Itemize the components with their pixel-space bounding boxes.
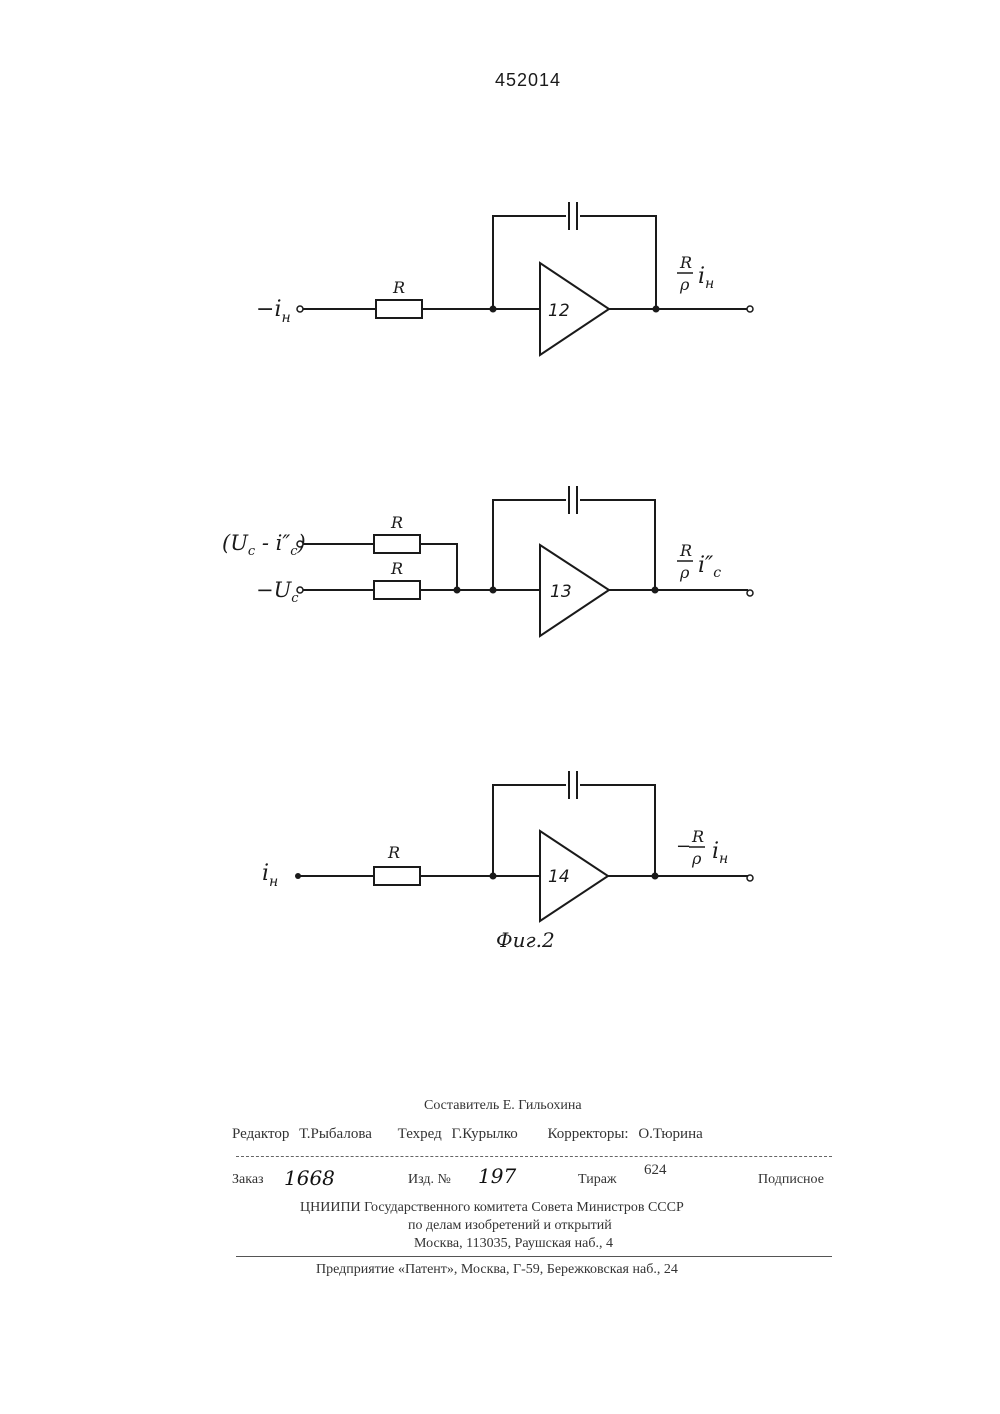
svg-text:−: −: [676, 836, 691, 857]
svg-text:i″c: i″c: [698, 553, 721, 581]
resistor-label-c1: R: [392, 278, 405, 297]
output-terminal-c3: [747, 875, 753, 881]
imprint-address: Москва, 113035, Раушская наб., 4: [414, 1236, 613, 1252]
amplifier-number-13: 13: [550, 582, 572, 602]
editor-name: Т.Рыбалова: [299, 1126, 372, 1142]
input-label-c3: iн: [262, 861, 278, 890]
amplifier-number-12: 12: [548, 301, 570, 321]
circulation-number: 624: [644, 1162, 667, 1179]
imprint-enterprise: Предприятие «Патент», Москва, Г-59, Бере…: [316, 1262, 678, 1278]
amplifier-number-14: 14: [548, 867, 570, 887]
circuit-diagram: −iн R 12 R ρ iн (Uc - i″c) R −Uc: [0, 0, 1000, 960]
input-terminal-c2b: [297, 587, 303, 593]
compiler-label: Составитель: [424, 1098, 499, 1113]
circulation-label: Тираж: [578, 1172, 617, 1188]
divider-solid: [236, 1256, 832, 1257]
input-label-c1: −iн: [256, 297, 291, 326]
edition-label: Изд. №: [408, 1172, 451, 1188]
resistor-label-c2a: R: [390, 513, 403, 532]
output-terminal-c2: [747, 590, 753, 596]
output-terminal-c1: [747, 306, 753, 312]
integrator-circuit-12: −iн R 12 R ρ iн: [256, 202, 753, 355]
svg-text:ρ: ρ: [679, 275, 690, 294]
order-number: 1668: [284, 1166, 335, 1190]
order-label: Заказ: [232, 1172, 264, 1188]
resistor-c3: [374, 867, 420, 885]
techred-label: Техред: [398, 1126, 442, 1142]
divider-dashed: [236, 1156, 832, 1157]
svg-text:R: R: [679, 541, 692, 560]
svg-text:ρ: ρ: [691, 849, 702, 868]
svg-text:R: R: [679, 253, 692, 272]
input-label-c2a: (Uc - i″c): [222, 531, 306, 559]
edition-number: 197: [478, 1164, 516, 1188]
input-terminal-c2a: [297, 541, 303, 547]
imprint-institute-dept: по делам изобретений и открытий: [408, 1218, 612, 1234]
compiler-name: Е. Гильохина: [503, 1098, 582, 1113]
output-label-c1: R ρ iн: [677, 253, 714, 294]
svg-text:R: R: [691, 827, 704, 846]
subscription-label: Подписное: [758, 1172, 824, 1188]
input-terminal-c1: [297, 306, 303, 312]
editor-label: Редактор: [232, 1126, 289, 1142]
resistor-label-c2b: R: [390, 559, 403, 578]
output-label-c2: R ρ i″c: [677, 541, 721, 582]
svg-text:iн: iн: [712, 839, 728, 867]
resistor-c2a: [374, 535, 420, 553]
imprint-compiler: Составитель Е. Гильохина: [424, 1098, 582, 1114]
techred-name: Г.Курылко: [452, 1126, 518, 1142]
resistor-label-c3: R: [387, 843, 400, 862]
correctors-name: О.Тюрина: [638, 1126, 702, 1142]
integrator-circuit-14: iн R 14 − R ρ iн: [262, 771, 753, 921]
correctors-label: Корректоры:: [547, 1126, 628, 1142]
input-label-c2b: −Uc: [256, 578, 299, 606]
output-label-c3: − R ρ iн: [676, 827, 728, 868]
imprint-institute: ЦНИИПИ Государственного комитета Совета …: [300, 1200, 684, 1216]
svg-text:iн: iн: [698, 264, 714, 292]
imprint-editors-row: Редактор Т.Рыбалова Техред Г.Курылко Кор…: [232, 1126, 703, 1143]
figure-caption: Фиг.2: [496, 928, 555, 952]
svg-text:ρ: ρ: [679, 563, 690, 582]
imprint-order-row: Заказ 1668 Изд. № 197 Тираж 624 Подписно…: [232, 1166, 836, 1196]
resistor-c1: [376, 300, 422, 318]
resistor-c2b: [374, 581, 420, 599]
integrator-circuit-13: (Uc - i″c) R −Uc R 13 R ρ i″c: [222, 486, 753, 636]
